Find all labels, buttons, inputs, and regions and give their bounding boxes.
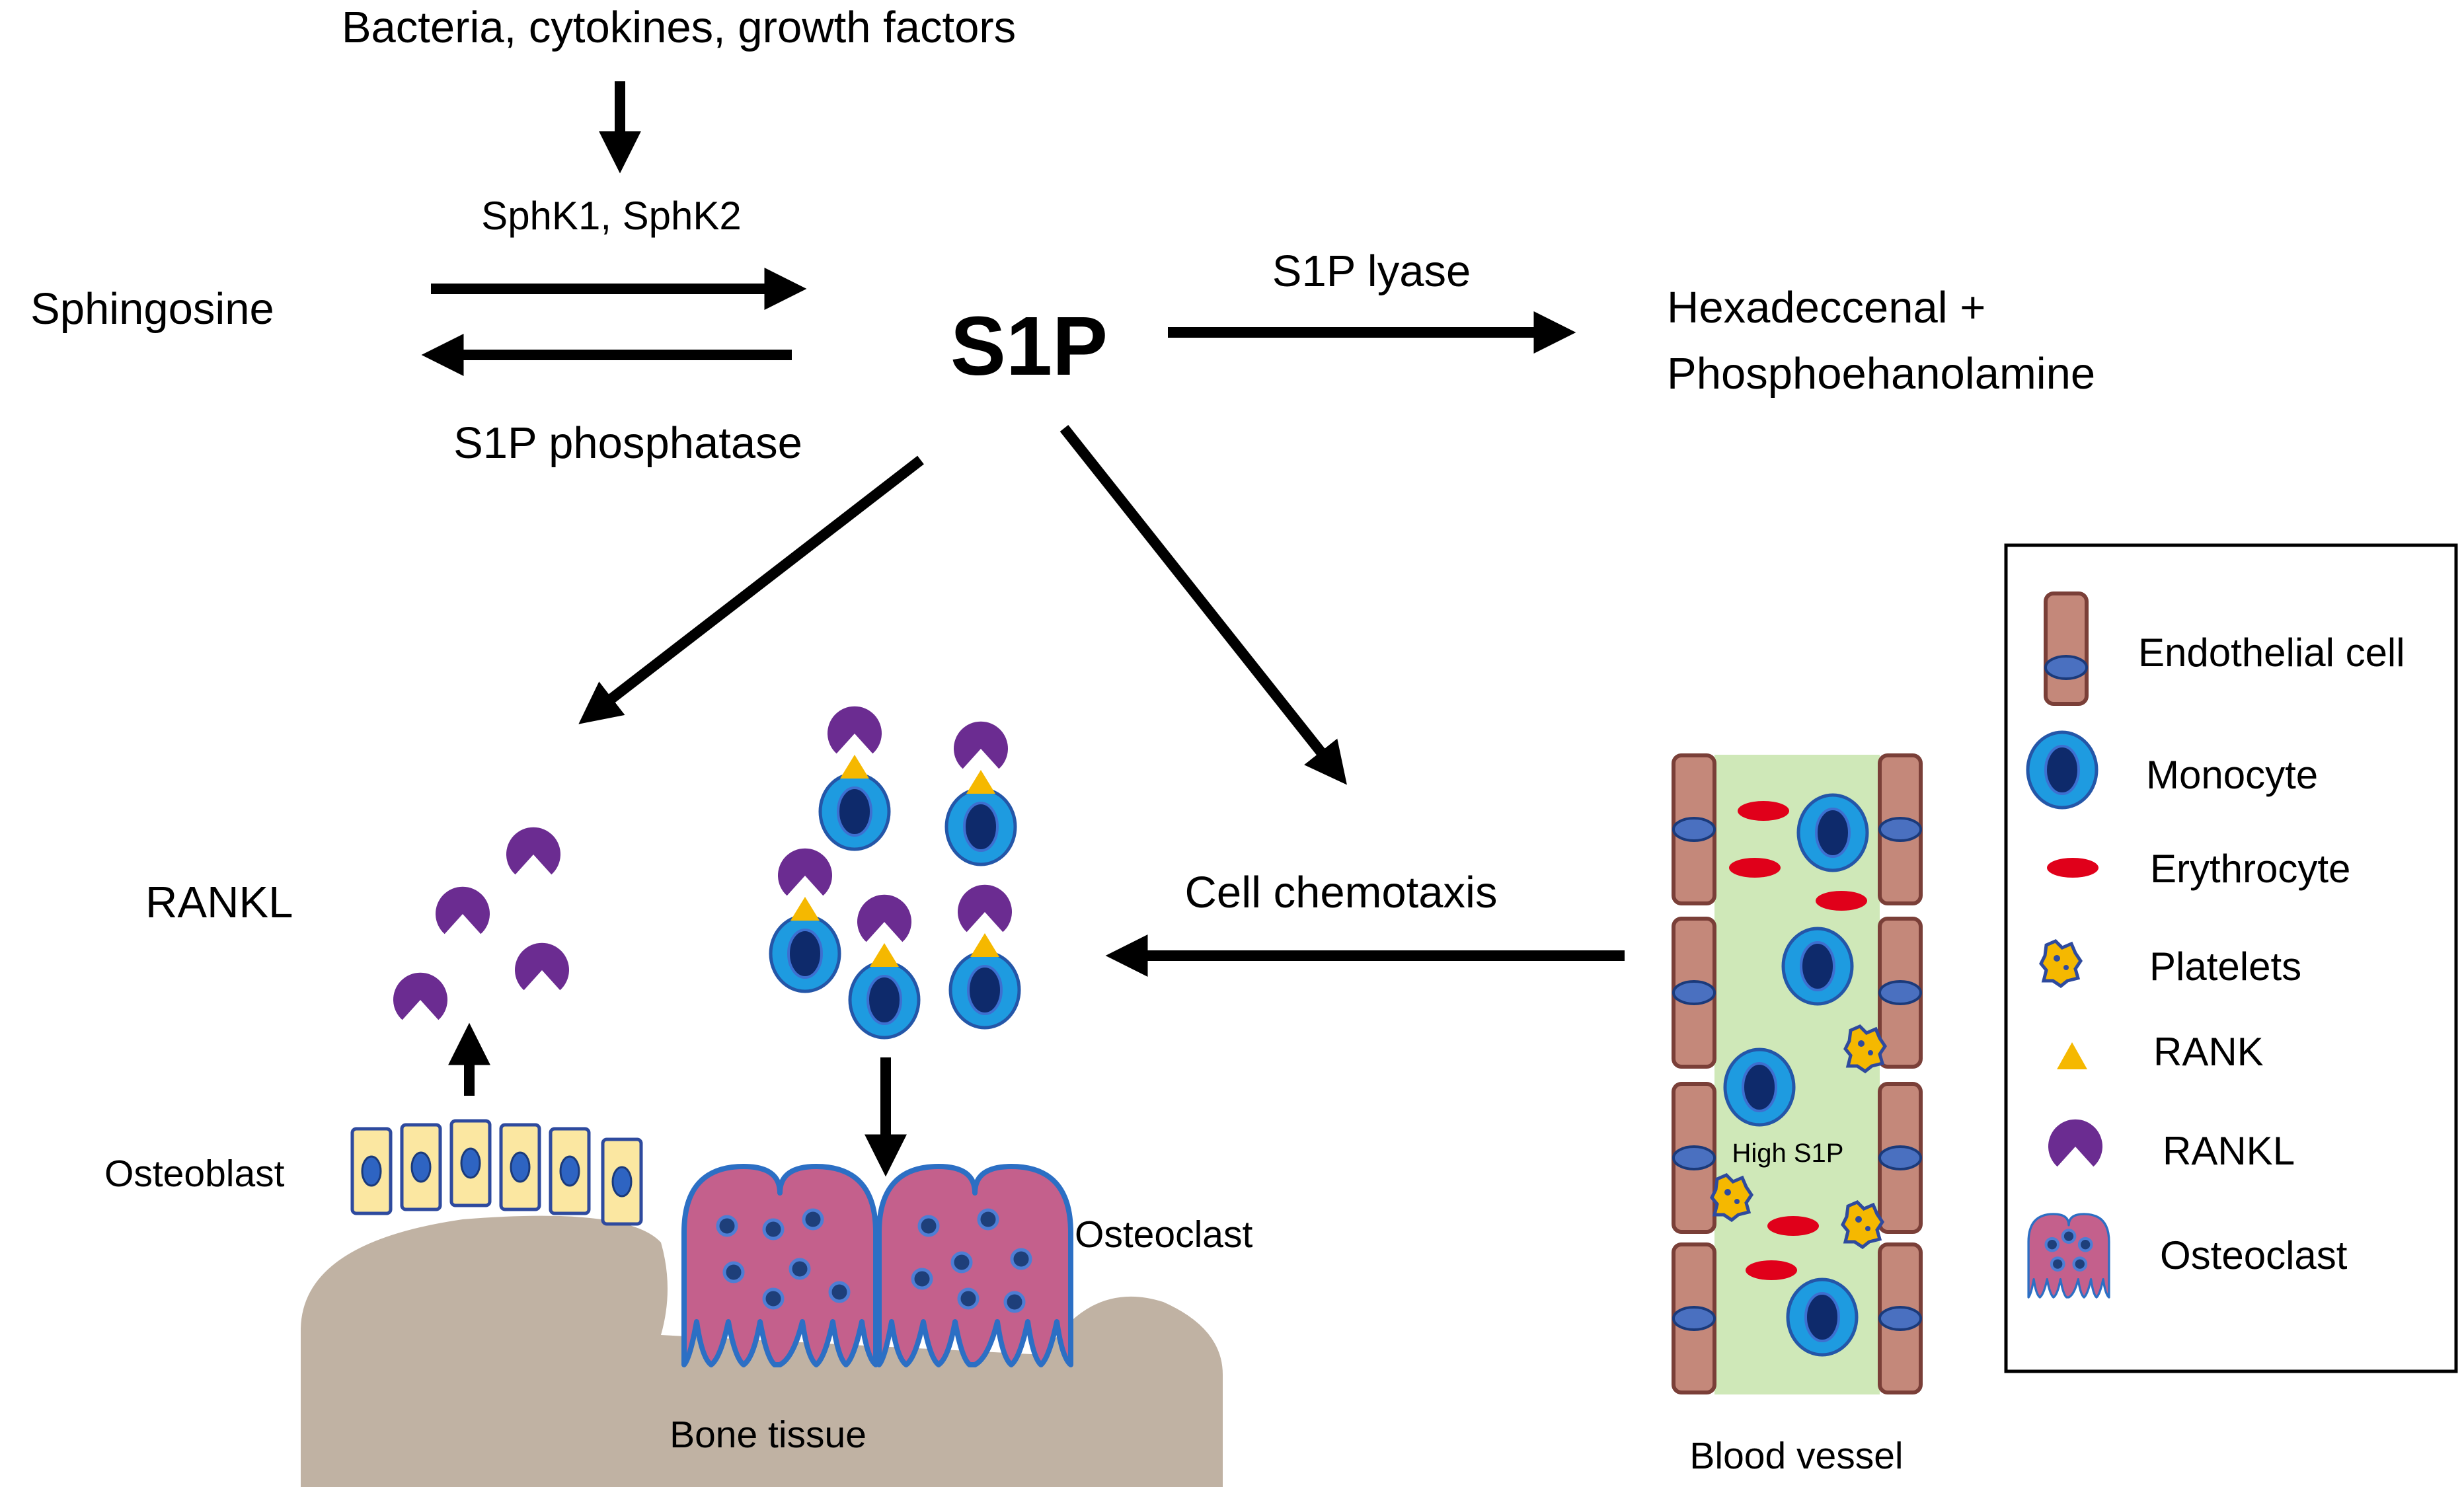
endothelial-cell-icon (2044, 591, 2089, 706)
to-chemotaxis-arrow (1059, 425, 1347, 785)
sphingosine-label: Sphingosine (30, 284, 274, 334)
vessel-annotation: High S1P (1732, 1139, 1844, 1168)
monocyte-complex (850, 894, 919, 1038)
lyase-products-line1: Hexadeccenal + (1667, 283, 1985, 332)
s1p-label: S1P (950, 299, 1108, 393)
platelet-icon (2041, 941, 2081, 986)
bone-tissue (301, 1215, 1223, 1487)
legend-label: Erythrocyte (2150, 847, 2350, 891)
phosphatase-label: S1P phosphatase (453, 418, 802, 468)
osteoclast-cell (879, 1166, 1071, 1365)
bone-label: Bone tissue (670, 1414, 866, 1456)
vessel-label: Blood vessel (1689, 1435, 1903, 1477)
vessel-left-wall (1674, 755, 1714, 1392)
erythrocyte-icon (2047, 858, 2098, 878)
osteoblast-cell (603, 1139, 641, 1224)
legend-label: RANKL (2163, 1129, 2295, 1173)
osteoclast-cell (684, 1166, 876, 1365)
legend-label: Endothelial cell (2138, 630, 2405, 675)
secreted-rankl (393, 827, 569, 1020)
monocyte-complex (946, 721, 1015, 864)
osteoblast-cell (551, 1129, 589, 1213)
rankl-molecule (515, 942, 569, 991)
legend-label: Monocyte (2146, 753, 2318, 797)
monocyte-complex (771, 848, 839, 991)
rank-rankl-monocytes (771, 706, 1019, 1038)
stimulus-label: Bacteria, cytokines, growth factors (342, 3, 1016, 52)
osteoblast-label: Osteoblast (104, 1153, 285, 1195)
osteoblast-cell (402, 1125, 440, 1209)
kinases-label: SphK1, SphK2 (481, 194, 742, 238)
monocyte-icon (2028, 732, 2097, 808)
pathway-arrows (421, 81, 1625, 1177)
monocyte-complex (950, 884, 1019, 1028)
osteoblast-cell (501, 1125, 539, 1209)
legend-label: Osteoclast (2160, 1233, 2348, 1277)
legend-label: RANK (2153, 1030, 2264, 1074)
rankl-molecule (393, 972, 447, 1020)
osteoblast-layer (352, 1121, 641, 1224)
monocyte-complex (820, 706, 889, 849)
rankl-label: RANKL (145, 878, 293, 927)
lyase-label: S1P lyase (1272, 247, 1471, 296)
rankl-molecule (436, 886, 490, 934)
blood-vessel: High S1P (1674, 755, 1921, 1394)
rank-icon (2057, 1042, 2087, 1069)
osteoblast-cell (352, 1129, 391, 1213)
osteoblast-cell (451, 1121, 490, 1205)
osteoclast-icon (2027, 1213, 2110, 1299)
legend-label: Platelets (2149, 944, 2301, 989)
to-osteoblast-arrow (578, 455, 924, 724)
osteoclast-label: Osteoclast (1075, 1213, 1252, 1256)
lyase-products-line2: Phosphoehanolamine (1667, 349, 2095, 399)
legend: Endothelial cell Monocyte Erythrocyte Pl… (2004, 543, 2458, 1373)
chemotaxis-label: Cell chemotaxis (1185, 868, 1498, 917)
vessel-right-wall (1880, 755, 1921, 1392)
rankl-molecule (506, 827, 560, 875)
